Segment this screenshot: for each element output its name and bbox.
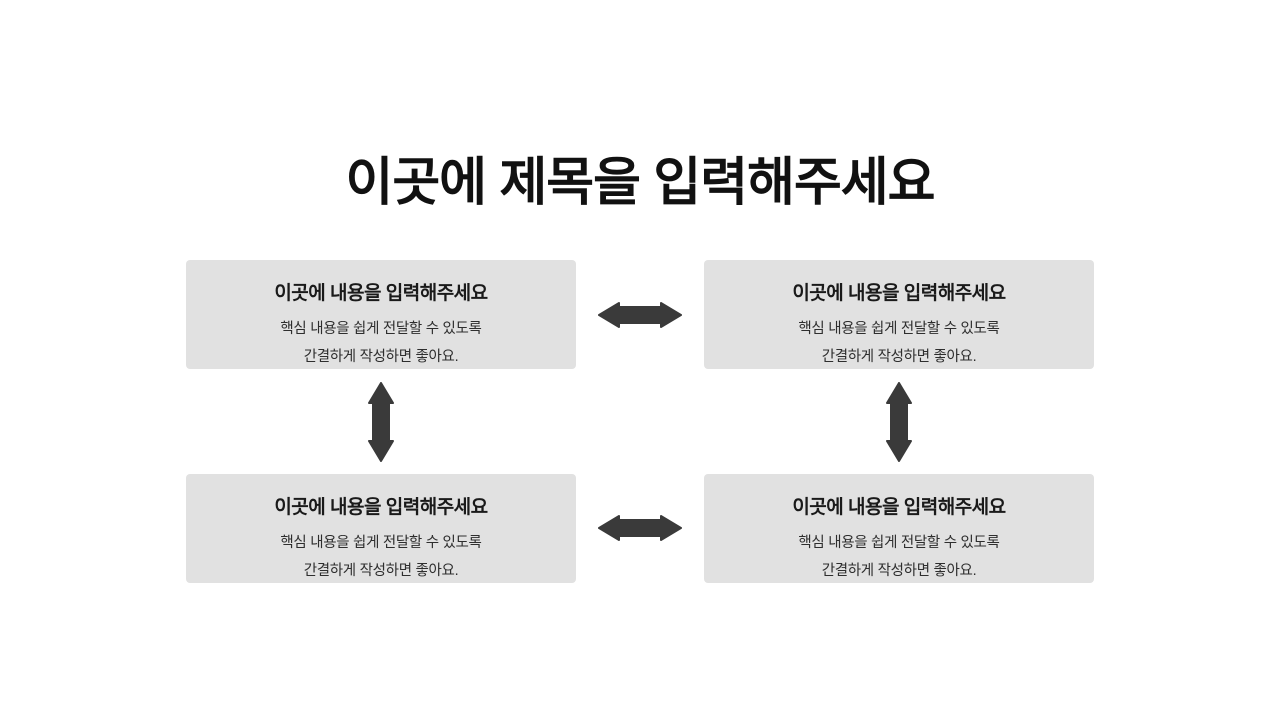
box-heading: 이곳에 내용을 입력해주세요 xyxy=(792,283,1006,304)
box-body-line-1: 핵심 내용을 쉽게 전달할 수 있도록 xyxy=(798,535,1000,551)
content-box-bottom-left: 이곳에 내용을 입력해주세요 핵심 내용을 쉽게 전달할 수 있도록 간결하게 … xyxy=(186,474,576,583)
box-body-line-2: 간결하게 작성하면 좋아요. xyxy=(303,563,459,579)
double-arrow-vertical-icon xyxy=(884,382,914,462)
double-arrow-vertical-icon xyxy=(366,382,396,462)
box-heading: 이곳에 내용을 입력해주세요 xyxy=(792,497,1006,518)
double-arrow-horizontal-icon xyxy=(598,513,682,543)
box-body-line-1: 핵심 내용을 쉽게 전달할 수 있도록 xyxy=(280,535,482,551)
content-box-top-left: 이곳에 내용을 입력해주세요 핵심 내용을 쉽게 전달할 수 있도록 간결하게 … xyxy=(186,260,576,369)
box-body-line-1: 핵심 내용을 쉽게 전달할 수 있도록 xyxy=(280,321,482,337)
box-heading: 이곳에 내용을 입력해주세요 xyxy=(274,497,488,518)
slide-title: 이곳에 제목을 입력해주세요 xyxy=(345,154,936,212)
double-arrow-horizontal-icon xyxy=(598,300,682,330)
content-box-top-right: 이곳에 내용을 입력해주세요 핵심 내용을 쉽게 전달할 수 있도록 간결하게 … xyxy=(704,260,1094,369)
box-body-line-2: 간결하게 작성하면 좋아요. xyxy=(821,563,977,579)
box-body-line-2: 간결하게 작성하면 좋아요. xyxy=(821,349,977,365)
content-box-bottom-right: 이곳에 내용을 입력해주세요 핵심 내용을 쉽게 전달할 수 있도록 간결하게 … xyxy=(704,474,1094,583)
box-body-line-2: 간결하게 작성하면 좋아요. xyxy=(303,349,459,365)
box-heading: 이곳에 내용을 입력해주세요 xyxy=(274,283,488,304)
box-body-line-1: 핵심 내용을 쉽게 전달할 수 있도록 xyxy=(798,321,1000,337)
